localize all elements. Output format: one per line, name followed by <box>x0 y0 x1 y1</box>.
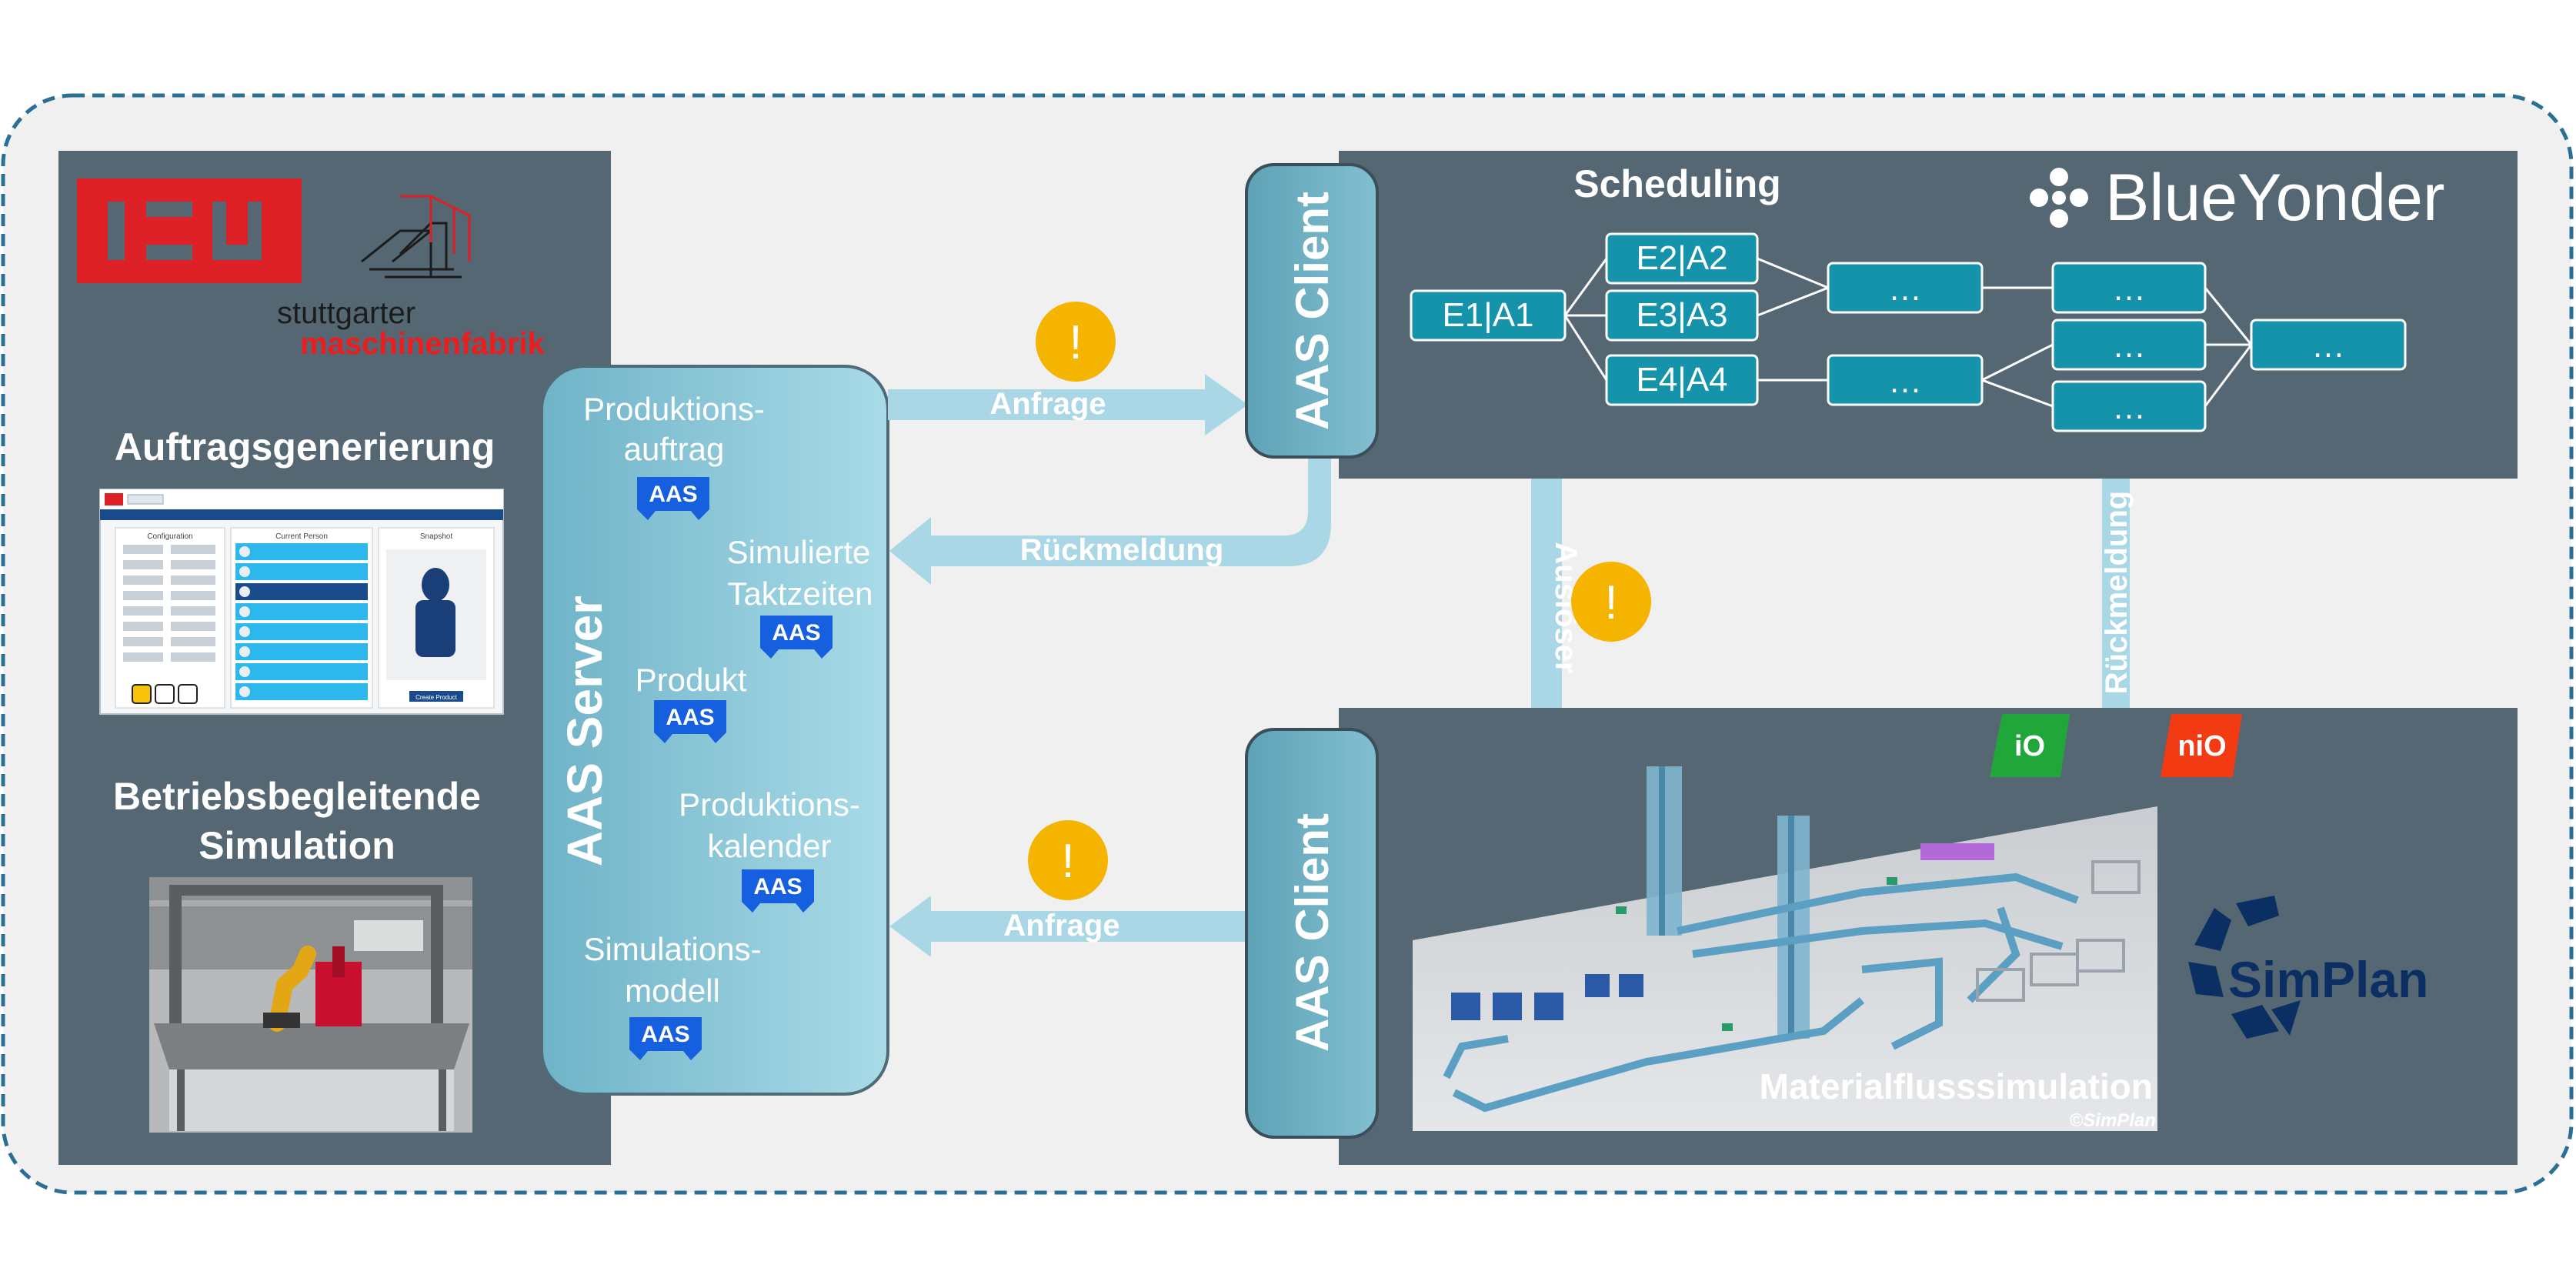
aas-badge[interactable]: AAS <box>742 869 814 913</box>
item-produktionsauftrag-l2: auftrag <box>624 431 725 467</box>
aas-client-simulation[interactable] <box>1245 728 1379 1139</box>
blueyonder-brand: BlueYonder <box>2105 161 2445 235</box>
arrow-anfrage-bottom <box>889 896 1245 957</box>
schedule-node[interactable]: … <box>1827 354 1984 406</box>
warning-icon: ! <box>1028 820 1108 900</box>
auftragsgenerierung-heading: Auftragsgenerierung <box>115 425 496 469</box>
item-taktzeiten-l2: Taktzeiten <box>727 576 873 612</box>
aas-server-title: AAS Server <box>557 596 612 866</box>
aas-badge[interactable]: AAS <box>637 477 709 520</box>
aas-client-scheduling-label: AAS Client <box>1286 192 1338 430</box>
simplan-brand: SimPlan <box>2228 951 2428 1008</box>
aas-badge[interactable]: AAS <box>760 616 833 659</box>
preview-col2-title: Current Person <box>275 532 328 541</box>
isw-logo: ISW <box>77 179 302 283</box>
svg-text:…: … <box>2112 389 2146 426</box>
arrow-anfrage-top <box>888 374 1248 435</box>
schedule-node[interactable]: E2|A2 <box>1605 232 1759 285</box>
item-kalender-l1: Produktions- <box>679 786 860 823</box>
svg-text:…: … <box>2112 327 2146 365</box>
svg-text:niO: niO <box>2177 730 2226 762</box>
arrow-rueckmeldung-shaft <box>2085 445 2147 739</box>
nio-tag: niO <box>2161 714 2242 777</box>
svg-text:AAS: AAS <box>666 705 714 730</box>
svg-text:!: ! <box>1604 576 1617 629</box>
schedule-node[interactable]: … <box>1827 262 1984 314</box>
item-simmodell-l1: Simulations- <box>583 931 761 967</box>
material-flow-image <box>1413 766 2157 1131</box>
simplan-copyright: ©SimPlan <box>2070 1110 2156 1131</box>
item-kalender-l2: kalender <box>707 828 831 864</box>
stuttgarter-logo-mark <box>361 195 471 279</box>
svg-text:E3|A3: E3|A3 <box>1636 296 1727 334</box>
schedule-node[interactable]: … <box>2051 319 2207 371</box>
svg-text:…: … <box>2311 327 2345 365</box>
svg-text:AAS: AAS <box>641 1022 689 1047</box>
svg-text:!: ! <box>1069 316 1082 369</box>
svg-text:…: … <box>2112 270 2146 308</box>
simplan-logo-icon <box>2188 896 2301 1039</box>
svg-text:AAS: AAS <box>772 620 820 646</box>
aas-badge[interactable]: AAS <box>629 1017 702 1060</box>
io-tag: iO <box>1990 714 2070 777</box>
schedule-node[interactable]: E4|A4 <box>1605 354 1759 406</box>
item-taktzeiten-l1: Simulierte <box>727 534 871 570</box>
aas-client-scheduling[interactable] <box>1245 163 1379 459</box>
svg-text:iO: iO <box>2014 730 2045 762</box>
robot-cell-image <box>149 877 472 1133</box>
app-preview: Configuration Current Person <box>99 489 504 715</box>
svg-text:E1|A1: E1|A1 <box>1442 296 1533 334</box>
warning-icon: ! <box>1571 562 1651 642</box>
schedule-connectors <box>1563 257 2253 408</box>
materialfluss-title: Materialflusssimulation <box>1760 1066 2153 1106</box>
label-rueckmeldung: Rückmeldung <box>1020 533 1223 567</box>
logo-maschinenfabrik: maschinenfabrik <box>300 327 546 361</box>
aas-badge[interactable]: AAS <box>654 700 726 743</box>
sim-heading-line2: Simulation <box>199 824 395 867</box>
arrow-rueckmeldung <box>889 459 1331 585</box>
preview-action[interactable]: Create Product <box>415 694 458 701</box>
svg-text:…: … <box>1888 362 1922 400</box>
warning-icon: ! <box>1036 302 1116 382</box>
item-simmodell-l2: modell <box>625 973 720 1009</box>
label-rueckmeldung-vertical: Rückmeldung <box>2100 491 2134 694</box>
schedule-node[interactable]: E3|A3 <box>1605 289 1759 342</box>
logo-stuttgarter: stuttgarter <box>277 296 415 330</box>
label-anfrage-bottom: Anfrage <box>1003 909 1119 943</box>
preview-col3-title: Snapshot <box>420 532 452 541</box>
arrow-ausloeser <box>1513 459 1580 794</box>
schedule-node[interactable]: … <box>2051 262 2207 314</box>
svg-text:AAS: AAS <box>649 482 697 507</box>
isw-logo-text: ISW <box>188 238 191 239</box>
svg-text:E2|A2: E2|A2 <box>1636 239 1727 277</box>
schedule-node[interactable]: … <box>2051 380 2207 432</box>
item-produktionsauftrag-l1: Produktions- <box>583 391 765 427</box>
scheduling-title: Scheduling <box>1573 162 1780 205</box>
aas-client-simulation-label: AAS Client <box>1286 813 1338 1052</box>
blueyonder-logo-icon <box>2030 168 2088 228</box>
label-anfrage-top: Anfrage <box>989 387 1106 421</box>
svg-text:!: ! <box>1061 835 1074 888</box>
preview-icons <box>132 684 198 704</box>
svg-text:E4|A4: E4|A4 <box>1636 361 1727 399</box>
preview-col1-title: Configuration <box>147 532 192 541</box>
svg-text:…: … <box>1888 270 1922 308</box>
sim-heading-line1: Betriebsbegleitende <box>113 775 481 818</box>
schedule-node[interactable]: … <box>2250 319 2407 371</box>
schedule-node[interactable]: E1|A1 <box>1410 289 1567 342</box>
svg-text:AAS: AAS <box>753 874 802 899</box>
item-produkt: Produkt <box>636 662 747 698</box>
product-silhouette-icon <box>415 568 455 657</box>
